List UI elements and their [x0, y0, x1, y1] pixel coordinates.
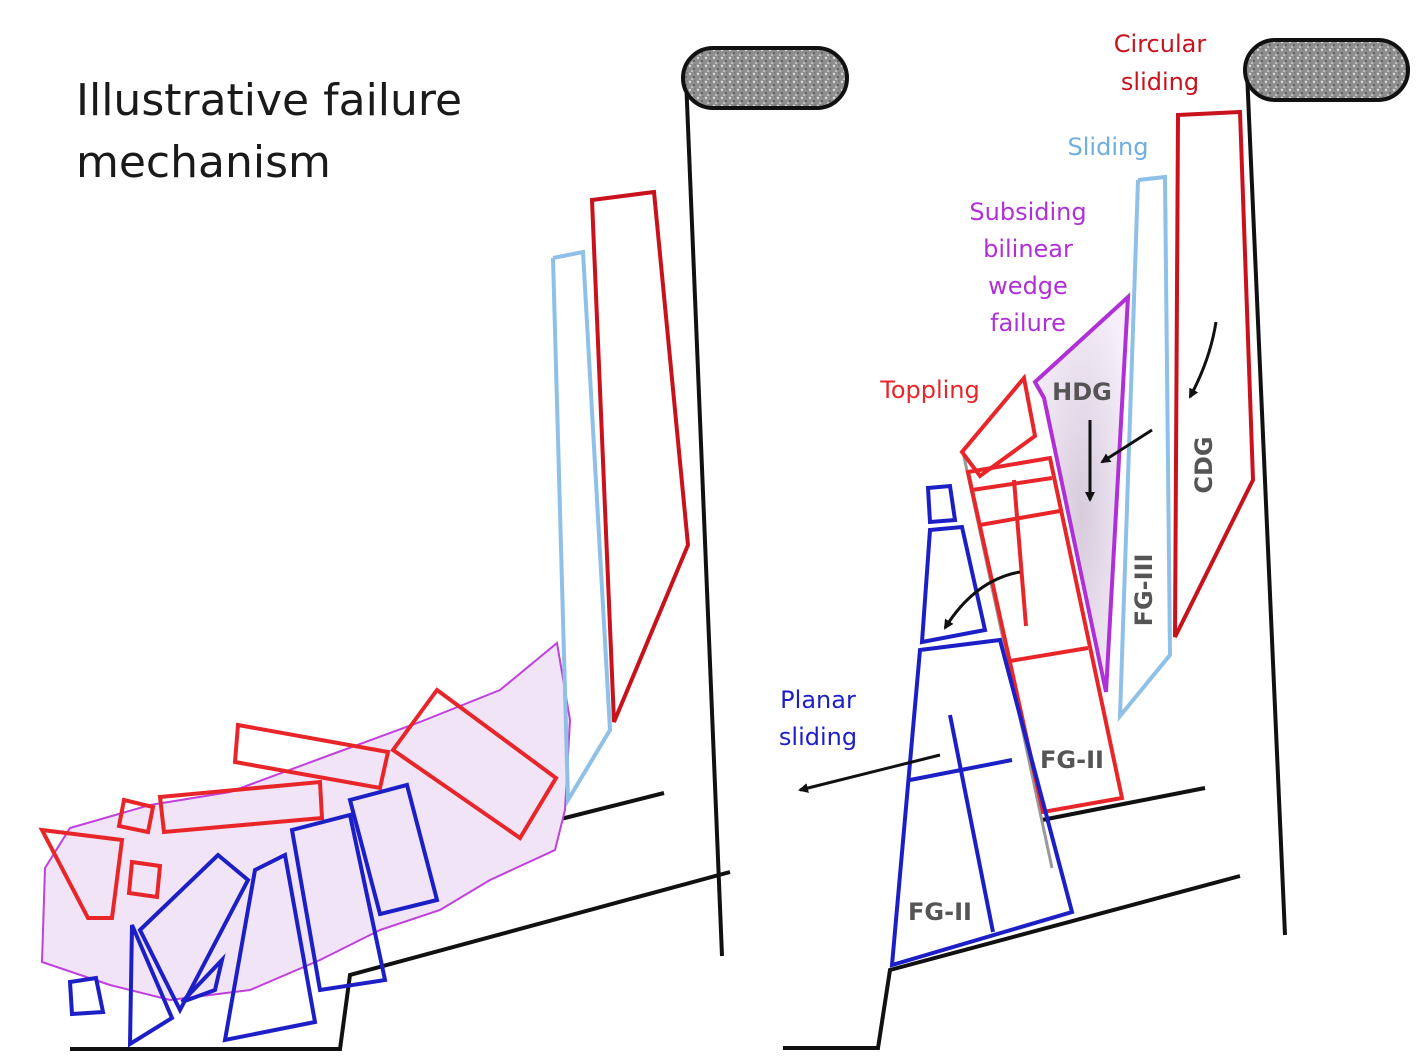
blue-block-upper-2 [347, 782, 440, 917]
label-cdg: CDG [1190, 436, 1218, 493]
blue-block-left-tall [137, 852, 251, 1015]
left-blue-blocks [67, 782, 440, 1048]
toppling-divider-2 [979, 509, 1061, 527]
blue-block-upper-1 [289, 812, 388, 993]
label-subsiding-2: bilinear [983, 235, 1073, 263]
label-fg3: FG-III [1130, 554, 1158, 627]
label-fg2-top: FG-II [1040, 746, 1104, 774]
label-hdg: HDG [1052, 378, 1112, 406]
diagram-title: Illustrative failure mechanism [76, 70, 462, 194]
label-circular-1: Circular [1114, 30, 1207, 58]
toppling-divider-1 [971, 476, 1053, 492]
label-circular-2: sliding [1121, 68, 1199, 96]
label-subsiding-1: Subsiding [969, 198, 1086, 226]
red-block-long-upper [232, 722, 391, 791]
toppling-inner-vertical [1012, 479, 1028, 627]
left-coping-stone [681, 46, 849, 110]
toppling-divider-3 [1003, 646, 1089, 664]
toppling-column [959, 373, 1125, 815]
label-planar-1: Planar [780, 686, 856, 714]
left-circular-slab [589, 189, 691, 723]
arrow-push-left [1100, 428, 1153, 464]
hdg-wedge [1032, 292, 1131, 693]
blue-block-mid-triangle [180, 953, 226, 1004]
planar-blocks [889, 483, 1075, 968]
toppling-main-column [965, 455, 1125, 815]
red-block-small-upper [116, 797, 156, 835]
label-subsiding-4: failure [990, 309, 1066, 337]
right-wall [1245, 71, 1287, 936]
left-sliding-strip [551, 249, 613, 807]
red-block-trapezoid [38, 827, 125, 920]
label-sliding: Sliding [1068, 133, 1149, 161]
arrow-toppling-rotation [943, 570, 1021, 630]
mechanism-labels: Circular sliding Sliding Subsiding bilin… [779, 30, 1218, 926]
left-panel [38, 46, 849, 1051]
label-planar-2: sliding [779, 723, 857, 751]
planar-main-block [889, 637, 1075, 968]
movement-arrows [798, 321, 1218, 793]
red-block-large-tilted [390, 687, 559, 841]
planar-second-block [919, 524, 988, 645]
blue-block-left-wedge [127, 924, 175, 1048]
blue-block-mid-tall [222, 852, 318, 1043]
arrow-planar-sliding [798, 753, 941, 793]
left-red-blocks [38, 687, 559, 920]
label-subsiding-3: wedge [988, 272, 1068, 300]
title-line-1: Illustrative failure [76, 75, 463, 126]
right-panel: Circular sliding Sliding Subsiding bilin… [779, 30, 1410, 1050]
left-lower-shelf [70, 870, 731, 1051]
arrow-cdg-rotation [1188, 321, 1218, 399]
right-upper-shelf [1041, 786, 1206, 822]
red-block-small-lower [126, 859, 163, 900]
planar-vertical-joint [948, 714, 995, 933]
red-block-long-lower [157, 779, 325, 835]
right-coping-stone [1243, 38, 1410, 102]
label-toppling: Toppling [879, 376, 980, 404]
right-lower-shelf [783, 874, 1241, 1050]
left-wall [684, 77, 724, 957]
cdg-circular-slab [1173, 109, 1256, 638]
title-line-2: mechanism [76, 137, 331, 188]
label-fg2-bottom: FG-II [908, 898, 972, 926]
planar-top-block [925, 483, 958, 525]
toppling-top-block [959, 373, 1038, 479]
blue-block-left-small [67, 975, 106, 1017]
fg3-sliding-strip [1117, 174, 1173, 722]
